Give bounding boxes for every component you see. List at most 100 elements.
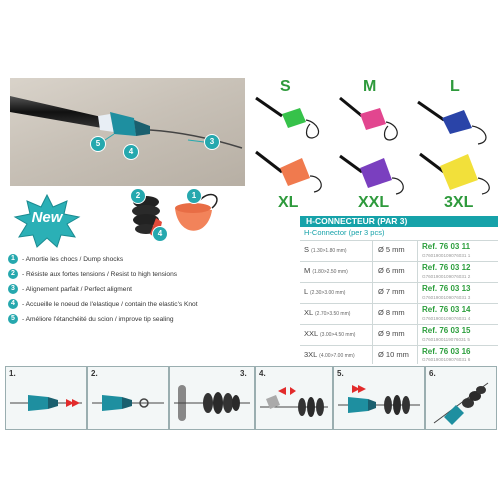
size-letter-m: M (363, 78, 377, 95)
feature-num-2: 2 (8, 269, 18, 279)
connector-l (417, 100, 487, 145)
row-size-range: (3.00>4.50 mm) (320, 332, 356, 338)
table-col-divider (417, 240, 418, 364)
feature-text-5: - Améliore l'étanchéité du scion / impro… (22, 315, 174, 323)
photo-callout-4: 4 (123, 144, 139, 160)
feature-item-4: 4 - Accueille le noeud de l'elastique / c… (8, 299, 198, 309)
size-letter-3xl: 3XL (444, 194, 474, 211)
step-5-illustration (338, 385, 420, 415)
connector-variants (255, 96, 490, 195)
spec-table: H-CONNECTEUR (PAR 3) H-Connector (per 3 … (300, 216, 498, 364)
table-col-divider (372, 240, 373, 364)
step-1-illustration (10, 395, 82, 411)
table-row: L (2.30>3.00 mm) Ø 7 mm Ref. 76 03 13 G7… (300, 283, 498, 303)
starburst-icon (13, 193, 81, 248)
size-letter-xxl: XXL (358, 194, 390, 211)
row-size-label: L (304, 287, 308, 296)
table-title: H-CONNECTEUR (PAR 3) (306, 216, 408, 226)
table-header-bar: H-CONNECTEUR (PAR 3) (300, 216, 498, 227)
row-diameter: Ø 9 mm (378, 329, 405, 338)
new-badge-label: New (31, 209, 63, 226)
feature-num-3: 3 (8, 284, 18, 294)
row-diameter: Ø 8 mm (378, 308, 405, 317)
row-diameter: Ø 6 mm (378, 266, 405, 275)
row-size-label: XL (304, 308, 313, 317)
table-divider (300, 282, 498, 283)
feature-text-2: - Résiste aux fortes tensions / Resist t… (22, 270, 178, 278)
step-1-label: 1. (9, 369, 16, 378)
row-code: G7601900119076031 5 (422, 337, 470, 342)
step-6: 6. (425, 366, 497, 430)
step-6-label: 6. (429, 369, 436, 378)
parts-callout-2: 2 (130, 188, 146, 204)
row-ref: Ref. 76 03 16 (422, 347, 471, 356)
size-letter-l: L (450, 78, 460, 95)
table-subtitle: H-Connector (per 3 pcs) (304, 228, 385, 237)
connector-m (339, 96, 398, 141)
step-5-label: 5. (337, 369, 344, 378)
table-row: XXL (3.00>4.50 mm) Ø 9 mm Ref. 76 03 15 … (300, 325, 498, 345)
feature-num-4: 4 (8, 299, 18, 309)
feature-num-1: 1 (8, 254, 18, 264)
arrow-right-icon (358, 385, 366, 393)
row-code: G7601900109076031 6 (422, 357, 471, 362)
feature-text-1: - Amortie les chocs / Dump shocks (22, 255, 124, 263)
connector-xl (255, 150, 322, 193)
row-diameter: Ø 10 mm (378, 350, 409, 359)
rod-tip-illustration (10, 96, 243, 149)
connector-xxl (339, 154, 404, 195)
parts-view: 2 1 4 (120, 188, 225, 248)
feature-text-3: - Alignement parfait / Perfect aligment (22, 285, 132, 293)
parts-callout-1: 1 (186, 188, 202, 204)
step-2: 2. (87, 366, 169, 430)
row-ref: Ref. 76 03 14 (422, 305, 471, 314)
row-code: G7601900109076031 2 (422, 274, 471, 279)
arrow-left-icon (278, 387, 286, 395)
product-photo: 5 4 3 (10, 78, 245, 186)
table-divider (300, 345, 498, 346)
step-3: 3. (169, 366, 255, 430)
row-ref: Ref. 76 03 13 (422, 284, 471, 293)
feature-num-5: 5 (8, 314, 18, 324)
table-divider (300, 303, 498, 304)
feature-item-3: 3 - Alignement parfait / Perfect aligment (8, 284, 132, 294)
feature-list: 1 - Amortie les chocs / Dump shocks 2 - Ré… (0, 254, 300, 354)
table-divider (300, 324, 498, 325)
step-3-label: 3. (240, 369, 247, 378)
step-3-illustration (174, 385, 250, 421)
row-size: 3XL (4.00>7.00 mm) (304, 350, 355, 359)
arrow-right-icon (290, 387, 296, 395)
new-badge: New (12, 193, 82, 248)
step-2-illustration (92, 395, 164, 411)
row-size-label: 3XL (304, 350, 318, 359)
row-diameter: Ø 5 mm (378, 245, 405, 254)
step-5: 5. (333, 366, 425, 430)
step-2-label: 2. (91, 369, 98, 378)
row-size-label: S (304, 245, 310, 254)
connector-3xl (419, 152, 490, 195)
table-row: 3XL (4.00>7.00 mm) Ø 10 mm Ref. 76 03 16… (300, 346, 498, 364)
row-code: G7601900109076031 1 (422, 253, 471, 258)
feature-text-4: - Accueille le noeud de l'elastique / co… (22, 300, 198, 308)
row-size: M (1.80>2.50 mm) (304, 266, 348, 275)
table-row: S (1.30>1.80 mm) Ø 5 mm Ref. 76 03 11 G7… (300, 241, 498, 261)
step-1: 1. (5, 366, 87, 430)
feature-item-1: 1 - Amortie les chocs / Dump shocks (8, 254, 123, 264)
row-size-range: (2.70>3.50 mm) (315, 311, 351, 317)
row-code: G7601900109076031 3 (422, 295, 471, 300)
feature-item-2: 2 - Résiste aux fortes tensions / Resist … (8, 269, 177, 279)
size-letter-xl: XL (278, 194, 299, 211)
row-size: S (1.30>1.80 mm) (304, 245, 347, 254)
row-ref: Ref. 76 03 12 (422, 263, 471, 272)
step-4: 4. (255, 366, 333, 430)
photo-callout-5: 5 (90, 136, 106, 152)
row-size-label: XXL (304, 329, 318, 338)
arrow-right-icon (72, 399, 80, 407)
table-row: XL (2.70>3.50 mm) Ø 8 mm Ref. 76 03 14 G… (300, 304, 498, 324)
row-size-range: (1.30>1.80 mm) (311, 248, 347, 254)
row-size-range: (2.30>3.00 mm) (310, 290, 346, 296)
step-4-label: 4. (259, 369, 266, 378)
row-size-range: (1.80>2.50 mm) (312, 269, 348, 275)
row-size-label: M (304, 266, 311, 275)
size-letter-s: S (280, 78, 291, 95)
